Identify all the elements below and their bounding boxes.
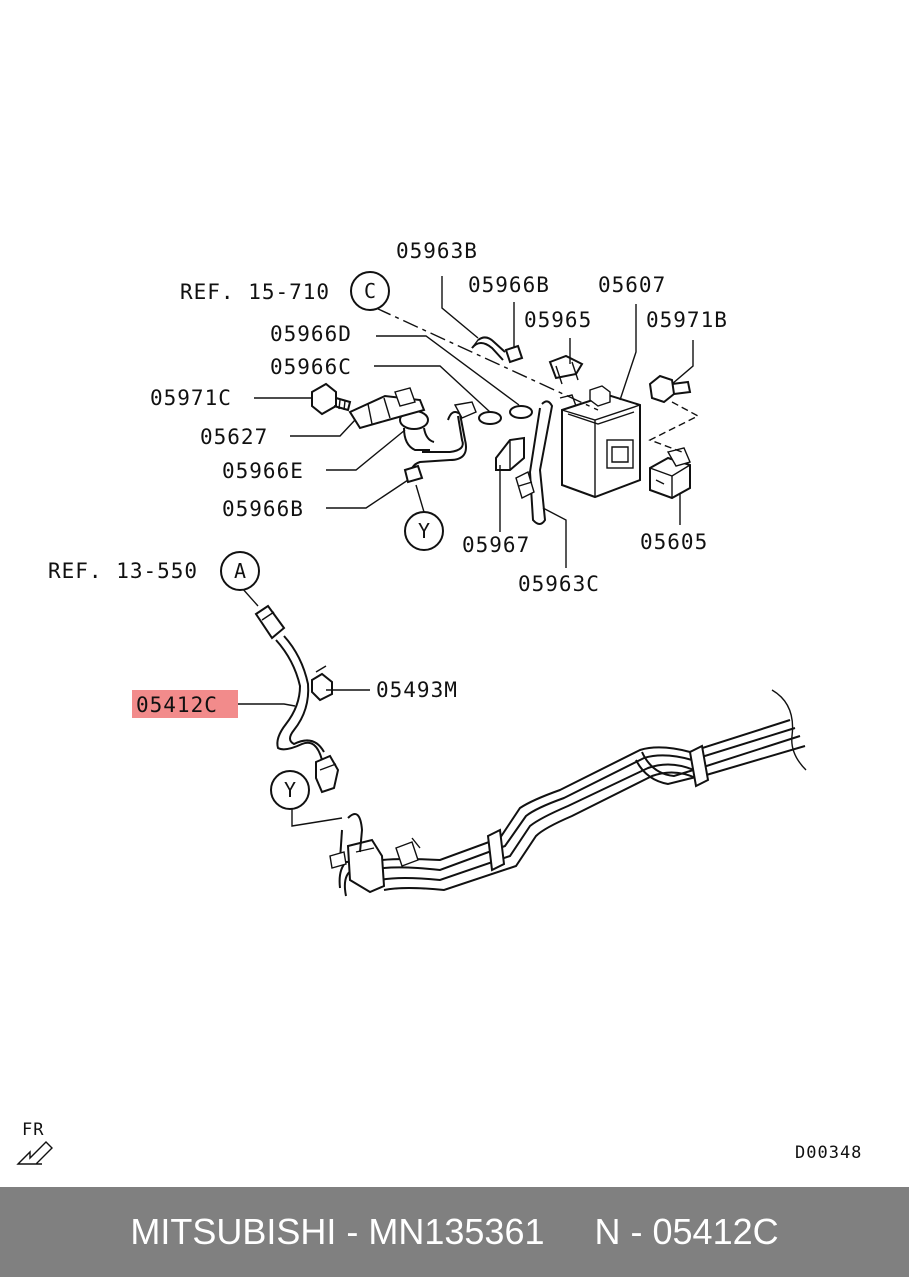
svg-text:Y: Y — [284, 778, 296, 802]
line-bracket-1 — [688, 744, 710, 788]
label-05966B-top: 05966B — [468, 273, 550, 297]
label-05493M: 05493M — [376, 678, 458, 702]
clamp-05966C — [478, 411, 502, 425]
label-05607: 05607 — [598, 273, 666, 297]
line-bracket-2 — [486, 828, 506, 872]
hose-05963C — [528, 400, 554, 525]
canister-assembly — [311, 307, 700, 525]
label-05963B: 05963B — [396, 239, 478, 263]
label-05966D: 05966D — [270, 322, 352, 346]
diagram-code: D00348 — [795, 1143, 862, 1163]
label-05971C: 05971C — [150, 386, 232, 410]
label-ref-15-710: REF. 15-710 — [180, 280, 330, 304]
connector-05965 — [548, 354, 584, 380]
bolt-05971B — [648, 374, 676, 404]
svg-text:A: A — [234, 559, 246, 583]
clip-05493M — [311, 672, 333, 702]
label-05967: 05967 — [462, 533, 530, 557]
svg-text:Y: Y — [418, 519, 430, 543]
footer-bar: MITSUBISHI - MN135361 N - 05412C — [0, 1187, 909, 1277]
clamp-05966D — [509, 405, 533, 419]
label-05963C: 05963C — [518, 572, 600, 596]
solenoid-05605 — [649, 456, 691, 500]
label-05966E: 05966E — [222, 459, 304, 483]
callout-circle-c: C — [350, 271, 390, 311]
bolt-05971C — [311, 382, 337, 416]
leader-lines-lower — [238, 689, 370, 707]
clamp-end — [315, 754, 340, 794]
label-05966C: 05966C — [270, 355, 352, 379]
fr-arrow-icon: FR — [16, 1120, 53, 1165]
tube-05412C — [275, 639, 323, 761]
label-05966B-bottom: 05966B — [222, 497, 304, 521]
leader-lines-upper — [254, 276, 694, 568]
hose-05963B — [477, 336, 506, 353]
svg-text:FR: FR — [22, 1120, 44, 1140]
canister-body — [561, 393, 641, 499]
callout-circle-a: A — [220, 551, 260, 591]
connector-top — [254, 604, 286, 640]
clip-05966B-top — [504, 344, 524, 364]
callout-circle-y-bottom: Y — [270, 770, 310, 810]
clip-05966B-bottom — [403, 464, 424, 484]
callout-circle-y-top: Y — [404, 511, 444, 551]
fitting-left — [346, 838, 386, 894]
fuel-line-assembly — [241, 587, 807, 897]
highlight-05412C — [132, 690, 238, 718]
footer-text: MITSUBISHI - MN135361 N - 05412C — [130, 1211, 779, 1252]
parts-diagram: C Y A Y 05963B REF. 15-710 05966B 05607 … — [16, 239, 862, 1165]
canister-window — [606, 439, 634, 469]
label-05971B: 05971B — [646, 308, 728, 332]
label-05412C: 05412C — [136, 693, 218, 717]
label-05605: 05605 — [640, 530, 708, 554]
label-ref-13-550: REF. 13-550 — [48, 559, 198, 583]
label-05627: 05627 — [200, 425, 268, 449]
svg-text:C: C — [364, 279, 376, 303]
label-05965: 05965 — [524, 308, 592, 332]
